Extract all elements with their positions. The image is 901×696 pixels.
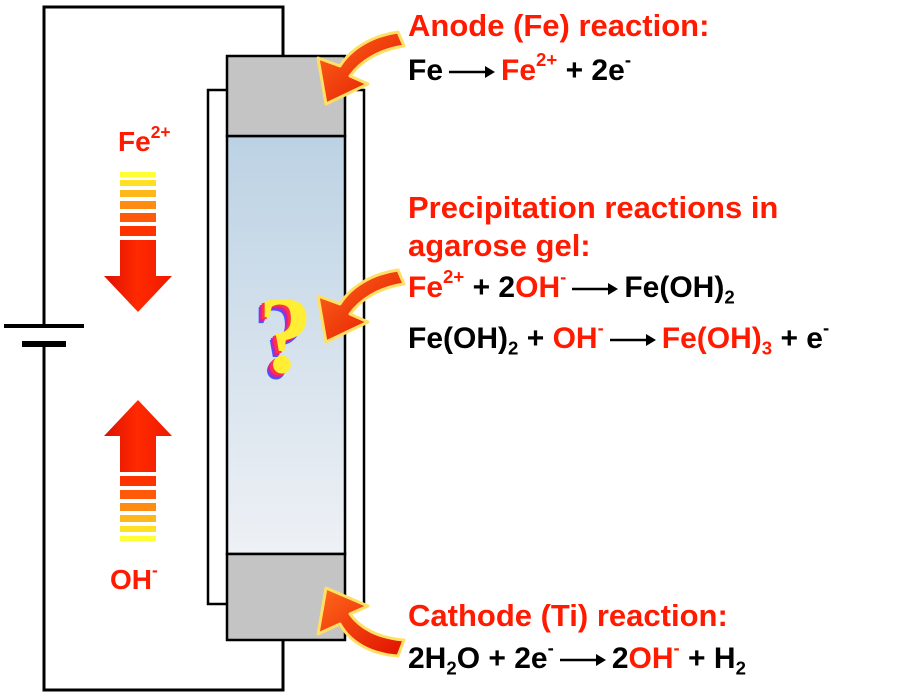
gel-callout-arrow: [316, 268, 406, 344]
cathode-title: Cathode (Ti) reaction:: [408, 598, 728, 633]
fe-migration-arrow: [104, 172, 172, 312]
cathode-callout-arrow: [316, 586, 406, 658]
precipitation-equation-1: Fe2+ + 2OH-Fe(OH)2: [408, 266, 735, 308]
circuit-wire: [42, 5, 285, 692]
oh-ion-label: OH-: [110, 559, 158, 595]
oh-migration-arrow: [104, 400, 172, 541]
precipitation-title-line2: agarose gel:: [408, 228, 591, 263]
anode-callout-arrow: [316, 30, 406, 106]
reaction-arrow-icon: [572, 283, 619, 296]
battery-symbol: [4, 324, 84, 347]
reaction-arrow-icon: [449, 66, 496, 79]
unknown-question-mark: ?: [258, 274, 313, 396]
precipitation-title-line1: Precipitation reactions in: [408, 190, 779, 225]
reaction-arrow-icon: [609, 334, 656, 347]
fe-ion-label: Fe2+: [118, 121, 171, 157]
cathode-equation: 2H2O + 2e-2OH- + H2: [408, 637, 746, 679]
anode-title: Anode (Fe) reaction:: [408, 8, 710, 43]
reaction-arrow-icon: [559, 654, 606, 667]
precipitation-equation-2: Fe(OH)2 + OH-Fe(OH)3 + e-: [408, 317, 830, 359]
